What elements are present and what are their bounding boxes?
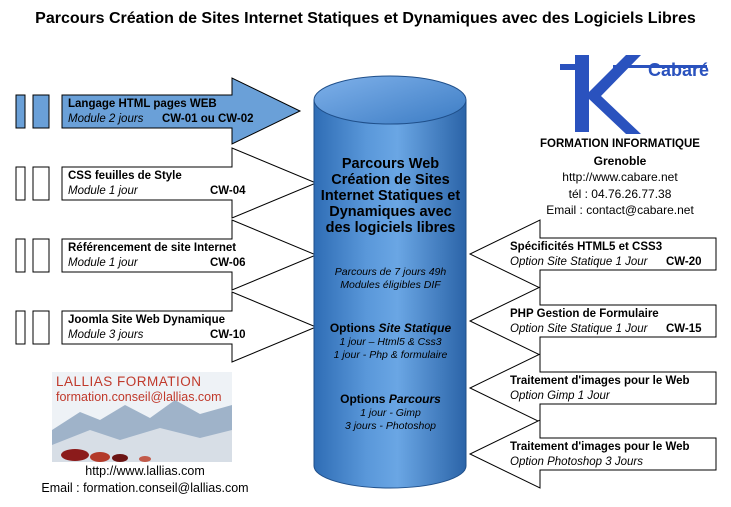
right-arrow-2 bbox=[468, 286, 717, 356]
right-arrow-1-text: Spécificités HTML5 et CSS3 Option Site S… bbox=[510, 240, 702, 270]
lallias-logo-email: formation.conseil@lallias.com bbox=[56, 390, 222, 404]
option-title: Traitement d'images pour le Web bbox=[510, 375, 690, 387]
central-cylinder bbox=[313, 75, 467, 489]
module-code: CW-04 bbox=[210, 185, 246, 197]
options-parcours-line-2: 3 jours - Photoshop bbox=[344, 420, 437, 432]
option-subtitle: Option Site Statique 1 Jour bbox=[510, 323, 648, 335]
lallias-url[interactable]: http://www.lallias.com bbox=[85, 464, 205, 478]
left-arrow-2-text: CSS feuilles de Style Module 1 jour CW-0… bbox=[68, 169, 246, 199]
cabare-logo bbox=[560, 55, 707, 134]
option-code: CW-15 bbox=[666, 323, 702, 335]
module-code: CW-06 bbox=[210, 257, 246, 269]
options-static-line-1: 1 jour – Html5 & Css3 bbox=[339, 336, 442, 348]
page-title: Parcours Création de Sites Internet Stat… bbox=[35, 10, 696, 27]
left-arrow-4 bbox=[61, 291, 318, 363]
cabare-city: Grenoble bbox=[593, 153, 647, 168]
option-code: CW-20 bbox=[666, 256, 702, 268]
module-title: Langage HTML pages WEB bbox=[68, 98, 217, 110]
module-title: Référencement de site Internet bbox=[68, 242, 237, 254]
module-duration: Module 1 jour bbox=[68, 257, 138, 269]
cylinder-subtitle-2: Modules éligibles DIF bbox=[340, 279, 441, 291]
right-arrow-3 bbox=[468, 353, 717, 423]
cabare-heading: FORMATION INFORMATIQUE bbox=[540, 138, 700, 150]
left-arrow-4-text: Joomla Site Web Dynamique Module 3 jours… bbox=[68, 313, 246, 343]
cylinder-subtitle-1: Parcours de 7 jours 49h bbox=[334, 266, 447, 278]
options-static-line-2: 1 jour - Php & formulaire bbox=[333, 349, 448, 361]
option-subtitle: Option Photoshop 3 Jours bbox=[510, 456, 643, 468]
left-arrow-3 bbox=[61, 219, 318, 291]
module-duration: Module 3 jours bbox=[68, 329, 144, 341]
left-arrow-1 bbox=[61, 77, 302, 145]
module-title: CSS feuilles de Style bbox=[68, 170, 182, 182]
lallias-image bbox=[52, 372, 232, 462]
right-arrow-3-text: Traitement d'images pour le Web Option G… bbox=[510, 374, 690, 404]
module-duration: Module 2 jours bbox=[68, 113, 144, 125]
lallias-email[interactable]: Email : formation.conseil@lallias.com bbox=[41, 481, 249, 495]
options-static-heading: Options Site Statique bbox=[329, 321, 452, 335]
option-title: PHP Gestion de Formulaire bbox=[510, 308, 659, 320]
option-subtitle: Option Gimp 1 Jour bbox=[510, 390, 610, 402]
left-arrow-2 bbox=[61, 147, 318, 219]
cabare-logo-text: Cabaré bbox=[648, 60, 710, 80]
left-arrow-1-text: Langage HTML pages WEB Module 2 jours CW… bbox=[68, 97, 254, 127]
option-title: Traitement d'images pour le Web bbox=[510, 441, 690, 453]
left-stripes bbox=[15, 94, 50, 345]
module-duration: Module 1 jour bbox=[68, 185, 138, 197]
options-parcours-line-1: 1 jour - Gimp bbox=[360, 407, 421, 419]
right-arrow-2-text: PHP Gestion de Formulaire Option Site St… bbox=[510, 307, 702, 337]
right-arrow-4-text: Traitement d'images pour le Web Option P… bbox=[510, 440, 690, 470]
option-title: Spécificités HTML5 et CSS3 bbox=[510, 241, 663, 253]
right-arrow-1 bbox=[468, 219, 717, 289]
right-arrow-4 bbox=[468, 419, 717, 489]
cabare-contact: FORMATION INFORMATIQUE Grenoble http://w… bbox=[520, 136, 720, 219]
option-subtitle: Option Site Statique 1 Jour bbox=[510, 256, 648, 268]
cabare-url[interactable]: http://www.cabare.net bbox=[562, 170, 678, 184]
lallias-logo-text: LALLIAS FORMATION bbox=[56, 374, 202, 389]
cabare-phone: tél : 04.76.26.77.38 bbox=[568, 186, 672, 201]
options-parcours-heading: Options Parcours bbox=[340, 392, 441, 406]
module-title: Joomla Site Web Dynamique bbox=[68, 314, 225, 326]
module-code: CW-10 bbox=[210, 329, 246, 341]
left-arrow-3-text: Référencement de site Internet Module 1 … bbox=[68, 241, 246, 271]
cylinder-title: Parcours Web Création de Sites Internet … bbox=[320, 156, 461, 236]
cabare-email[interactable]: Email : contact@cabare.net bbox=[546, 203, 694, 217]
module-code: CW-01 ou CW-02 bbox=[162, 113, 254, 125]
